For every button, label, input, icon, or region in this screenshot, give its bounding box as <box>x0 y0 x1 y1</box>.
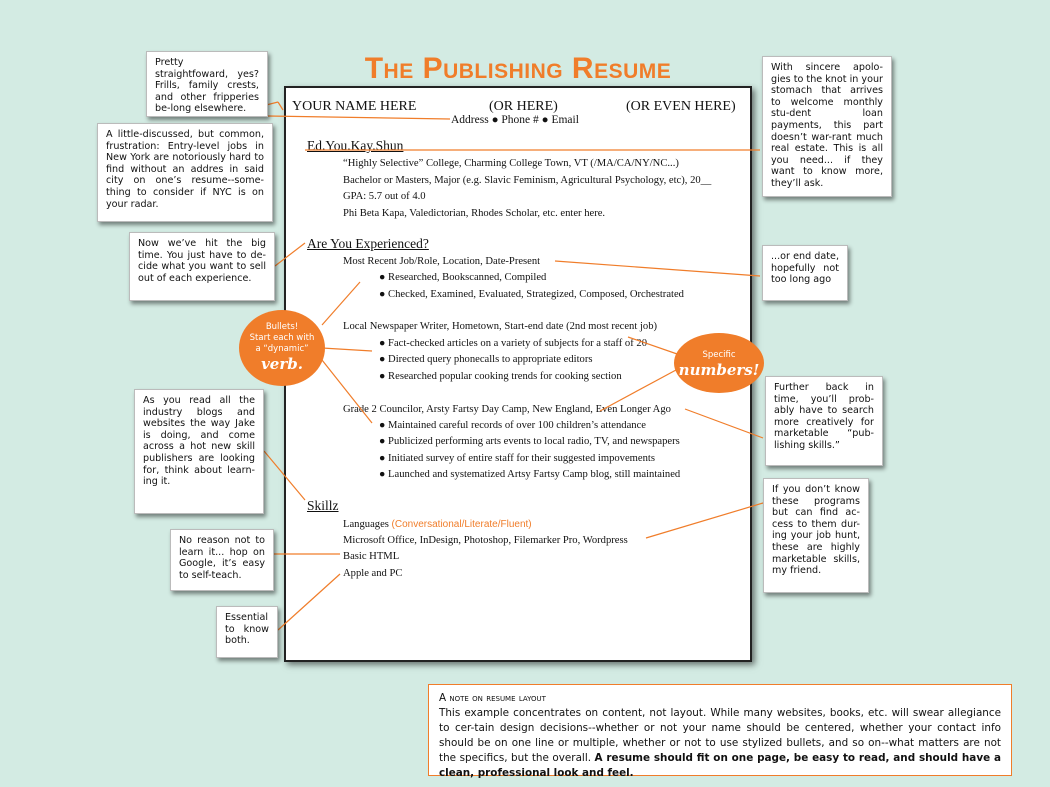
note-essential: Essential to know both. <box>216 606 278 658</box>
resume-contact: Address ● Phone # ● Email <box>451 114 579 126</box>
layout-note-heading: A note on resume layout <box>439 692 546 704</box>
connector-line <box>277 101 284 111</box>
note-self-teach: No reason not to learn it... hop on Goog… <box>170 529 274 591</box>
education-line: GPA: 5.7 out of 4.0 <box>343 191 426 202</box>
note-education: With sincere apolo-gies to the knot in y… <box>762 56 892 197</box>
bubble-text: Bullets! <box>265 322 299 332</box>
note-frills: Pretty straightfoward, yes? Frills, fami… <box>146 51 268 117</box>
education-line: “Highly Selective” College, Charming Col… <box>343 158 679 169</box>
skills-languages: Languages (Conversational/Literate/Fluen… <box>343 518 532 531</box>
resume-name-alt-1: (OR HERE) <box>489 99 558 114</box>
job-bullet: ● Maintained careful records of over 100… <box>379 420 647 431</box>
job-bullet: ● Directed query phonecalls to appropria… <box>379 354 593 365</box>
skills-software: Microsoft Office, InDesign, Photoshop, F… <box>343 535 628 546</box>
job-bullet: ● Researched, Bookscanned, Compiled <box>379 272 547 283</box>
job-bullet: ● Launched and systematized Artsy Fartsy… <box>379 469 681 480</box>
job-bullet: ● Researched popular cooking trends for … <box>379 371 622 382</box>
bubble-text: Specific <box>702 350 736 360</box>
numbers-bubble: Specific numbers! <box>674 333 764 393</box>
job-title: Most Recent Job/Role, Location, Date-Pre… <box>343 256 541 267</box>
note-address: A little-discussed, but common, frustrat… <box>97 123 273 222</box>
education-line: Bachelor or Masters, Major (e.g. Slavic … <box>343 175 712 186</box>
job-bullet: ● Initiated survey of entire staff for t… <box>379 453 655 464</box>
experience-heading: Are You Experienced? <box>307 236 429 251</box>
education-line: Phi Beta Kapa, Valedictorian, Rhodes Sch… <box>343 208 606 219</box>
bubble-text: a “dynamic” <box>255 344 309 354</box>
note-end-date: ...or end date, hopefully not too long a… <box>762 245 848 301</box>
job-bullet: ● Checked, Examined, Evaluated, Strategi… <box>379 289 684 300</box>
resume-name: YOUR NAME HERE <box>292 99 417 114</box>
note-further-back: Further back in time, you’ll prob-ably h… <box>765 376 883 466</box>
bubble-emphasis: numbers! <box>678 361 760 379</box>
note-blogs: As you read all the industry blogs and w… <box>134 389 264 514</box>
skills-heading: Skillz <box>307 498 339 513</box>
job-title: Grade 2 Councilor, Arsty Fartsy Day Camp… <box>343 404 671 415</box>
resume-name-alt-2: (OR EVEN HERE) <box>626 99 736 114</box>
skills-languages-label: Languages <box>343 519 389 530</box>
skills-platforms: Apple and PC <box>343 568 403 579</box>
bubble-emphasis: verb. <box>261 355 303 373</box>
skills-html: Basic HTML <box>343 551 400 562</box>
job-bullet: ● Fact-checked articles on a variety of … <box>379 338 647 349</box>
layout-note-body: This example concentrates on content, no… <box>439 707 1001 764</box>
layout-note: A note on resume layout This example con… <box>428 684 1012 779</box>
bullets-verb-bubble: Bullets! Start each with a “dynamic” ver… <box>239 310 325 386</box>
page-title: The Publishing Resume <box>364 52 672 85</box>
job-title: Local Newspaper Writer, Hometown, Start-… <box>343 321 658 332</box>
skills-languages-note: (Conversational/Literate/Fluent) <box>391 519 532 530</box>
note-big-time: Now we’ve hit the big time. You just hav… <box>129 232 275 301</box>
layout-note-emphasis: A resume should fit on one page, be easy… <box>439 752 1001 779</box>
job-bullet: ● Publicized performing arts events to l… <box>379 436 680 447</box>
education-heading: Ed.You.Kay.Shun <box>307 138 404 153</box>
bubble-text: Start each with <box>249 333 315 343</box>
note-programs: If you don’t know these programs but can… <box>763 478 869 593</box>
